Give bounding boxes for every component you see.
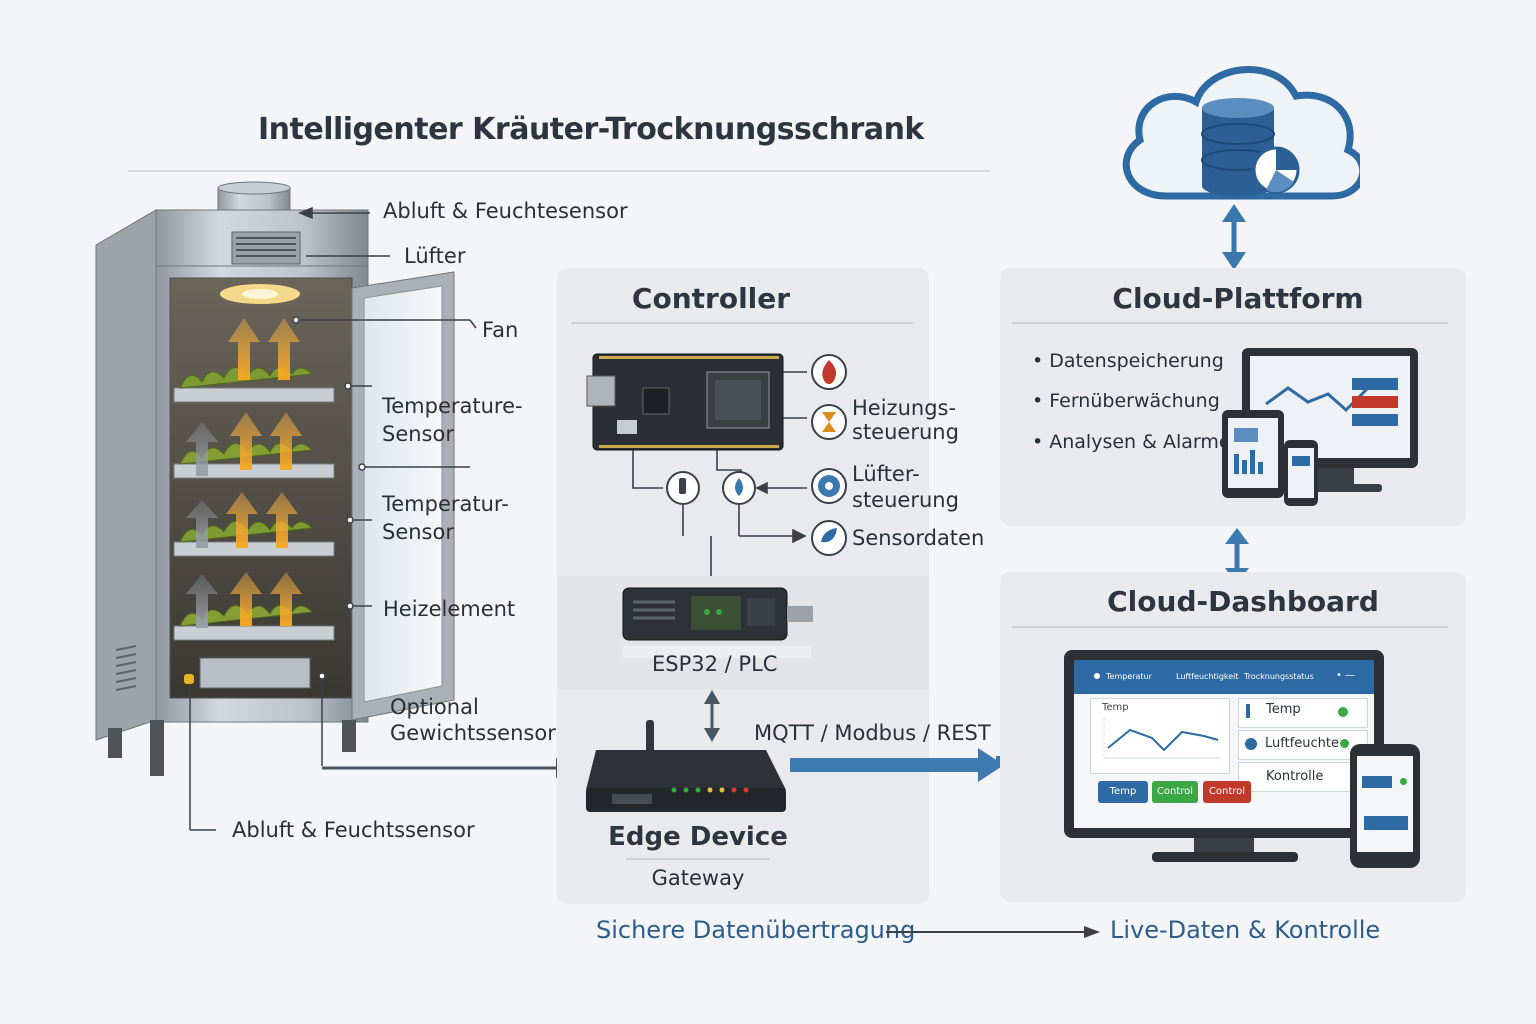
dashboard-line-chart <box>1103 718 1220 759</box>
label-luefter: Lüfter <box>404 244 466 268</box>
label-heater: Heizelement <box>383 597 516 621</box>
edge-device-subtitle: Gateway <box>651 866 745 890</box>
label-fan: Fan <box>482 318 519 342</box>
output-fan-control: Lüfter- steuerung <box>852 462 959 512</box>
humidity-icon <box>1245 738 1257 750</box>
dashboard-button-temp[interactable]: Temp <box>1098 781 1148 803</box>
footer-live-data-control: Live-Daten & Kontrolle <box>1110 916 1381 944</box>
status-dot-icon <box>1340 739 1349 748</box>
monitor-stand <box>1194 838 1254 856</box>
dashboard-menu-icon[interactable] <box>1094 673 1100 679</box>
monitor-base <box>1152 852 1298 862</box>
output-sensor-data: Sensordaten <box>852 526 985 550</box>
dashboard-list-label-humidity: Luftfeuchte <box>1265 736 1339 751</box>
module-label: ESP32 / PLC <box>652 652 778 676</box>
plc-module-icon <box>622 587 813 641</box>
droplet-icon <box>811 520 847 556</box>
dashboard-list-item-temp[interactable] <box>1238 698 1368 728</box>
dashboard-list-label-control: Kontrolle <box>1266 769 1324 784</box>
cloud-dashboard-title: Cloud-Dashboard <box>1107 585 1379 618</box>
cloud-platform-title: Cloud-Plattform <box>1112 282 1364 315</box>
microcontroller-board-icon <box>586 353 784 451</box>
dashboard-button-control-green[interactable]: Control <box>1152 781 1198 803</box>
phone-action-button[interactable] <box>1364 816 1408 830</box>
label-exhaust-humidity-top: Abluft & Feuchtesensor <box>383 199 628 223</box>
dashboard-button-control-red[interactable]: Control <box>1203 781 1251 803</box>
cloud-database-icon <box>1122 66 1360 270</box>
hourglass-icon <box>811 404 847 440</box>
controller-diagram <box>557 353 929 690</box>
dashboard-options-icon[interactable]: • — <box>1336 670 1356 681</box>
flame-icon <box>811 354 847 390</box>
dashboard-tab-temperature[interactable]: Temperatur <box>1106 672 1152 681</box>
status-dot-icon <box>1338 707 1348 717</box>
footer-arrow <box>886 926 1100 938</box>
footer-secure-transfer: Sichere Datenübertragung <box>596 916 916 944</box>
dashboard-tab-humidity[interactable]: Luftfeuchtigkeit <box>1176 672 1239 681</box>
multi-device-monitoring-illustration <box>1222 348 1418 506</box>
label-temperature-sensor-1: Temperature- Sensor <box>382 394 523 446</box>
dashboard-list-label-temp: Temp <box>1266 702 1301 717</box>
output-heating-control: Heizungs- steuerung <box>852 396 959 444</box>
dashboard-tab-drying-status[interactable]: Trocknungsstatus <box>1244 672 1314 681</box>
edge-device-illustration <box>586 690 786 812</box>
edge-device-title: Edge Device <box>608 822 788 852</box>
protocol-label: MQTT / Modbus / REST <box>754 721 991 745</box>
phone-app-bar <box>1362 776 1392 788</box>
drying-cabinet-illustration <box>95 181 455 776</box>
relay-icon <box>666 471 700 505</box>
bullet-analytics-alarms: • Analysen & Alarme <box>1032 431 1231 453</box>
bullet-data-storage: • Datenspeicherung <box>1032 350 1224 372</box>
cloud-dashboard-divider <box>1012 626 1448 628</box>
dashboard-header-bar <box>1074 660 1374 694</box>
controller-divider <box>571 322 913 324</box>
phone-screen <box>1357 756 1413 852</box>
title-divider <box>128 170 990 172</box>
controller-title: Controller <box>631 282 791 315</box>
cloud-platform-divider <box>1012 322 1448 324</box>
dashboard-list-item-control[interactable] <box>1238 762 1368 792</box>
thermometer-icon <box>1246 704 1250 718</box>
fan-icon <box>811 468 847 504</box>
label-weight-sensor: Optional Gewichtssensor <box>390 695 556 745</box>
sensor-node-icon <box>722 471 756 505</box>
page-title: Intelligenter Kräuter-Trocknungsschrank <box>258 112 924 147</box>
label-temperature-sensor-2: Temperatur- Sensor <box>382 492 509 544</box>
edge-divider <box>626 858 770 860</box>
status-dot-icon <box>1400 778 1407 785</box>
dashboard-chart-label: Temp <box>1102 702 1129 713</box>
bullet-remote-monitoring: • Fernüberwächung <box>1032 390 1220 412</box>
label-exhaust-humidity-bottom: Abluft & Feuchtssensor <box>232 818 475 842</box>
